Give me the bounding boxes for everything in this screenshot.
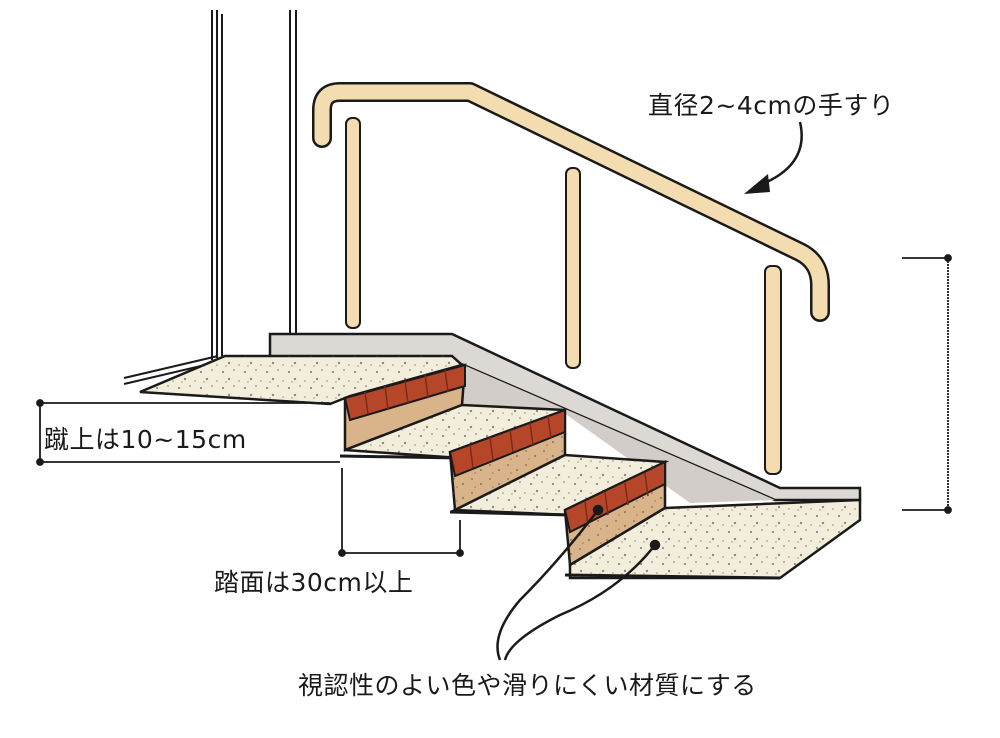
handrail-posts: [345, 117, 782, 475]
tread-label: 踏面は30cm以上: [214, 568, 414, 597]
handrail-arrow: [744, 121, 803, 194]
riser-dimension: [36, 399, 340, 466]
material-leaders: [496, 504, 661, 661]
wall-frame: [123, 10, 297, 385]
step-2-nosing: [448, 408, 566, 478]
ramp-side-face: [450, 360, 775, 503]
riser-label: 蹴上は10~15cm: [44, 425, 247, 454]
handrail-label: 直径2~4cmの手すり: [648, 91, 895, 120]
step-3-nosing: [563, 460, 666, 534]
height-dimension: [902, 254, 952, 514]
material-label: 視認性のよい色や滑りにくい材質にする: [298, 671, 757, 700]
tread-dimension: [338, 468, 464, 557]
